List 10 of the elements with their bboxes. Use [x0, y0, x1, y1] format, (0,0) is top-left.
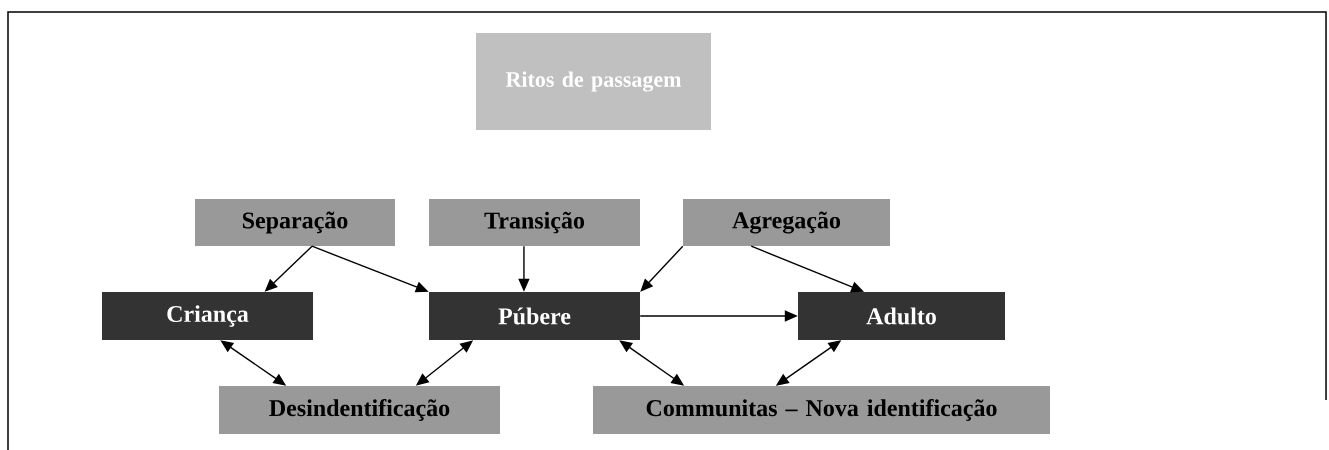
- state-box: Adulto: [798, 292, 1005, 340]
- title-box: Ritos de passagem: [476, 33, 711, 130]
- process-box: Communitas – Nova identificação: [593, 386, 1050, 434]
- stage-box: Separação: [195, 199, 395, 246]
- process-box: Desindentificação: [219, 386, 500, 434]
- stage-box: Agregação: [683, 199, 890, 246]
- state-box: Criança: [102, 292, 313, 340]
- arrow: [640, 245, 684, 292]
- state-box: Púbere: [429, 292, 640, 340]
- stage-box: Transição: [429, 199, 640, 246]
